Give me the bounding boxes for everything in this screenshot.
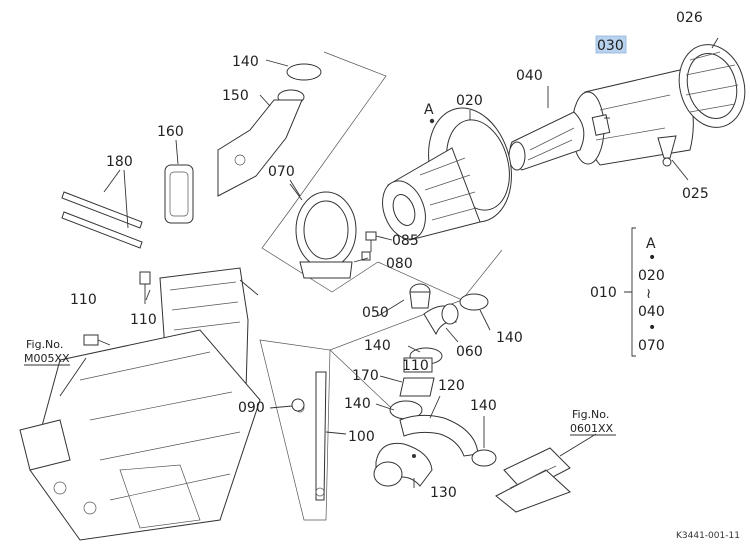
callout-080: 080 bbox=[386, 256, 413, 272]
callout-085: 085 bbox=[392, 233, 419, 249]
kit-dot-2: • bbox=[648, 320, 656, 336]
air-cleaner-body bbox=[571, 69, 694, 166]
callout-140-pipe: 140 bbox=[496, 330, 523, 346]
valve-025 bbox=[657, 135, 689, 181]
filter-cover-160 bbox=[164, 164, 194, 224]
callout-050: 050 bbox=[362, 305, 389, 321]
precleaner-0601 bbox=[495, 447, 571, 513]
callout-highlight-030 bbox=[595, 35, 627, 54]
hose-050 bbox=[409, 283, 431, 309]
stay-100 bbox=[315, 371, 347, 501]
ties-180 bbox=[61, 169, 143, 249]
kit-tilde: ≀ bbox=[646, 286, 651, 302]
callout-160: 160 bbox=[157, 124, 184, 140]
callout-180: 180 bbox=[106, 154, 133, 170]
lower-outline bbox=[329, 299, 463, 421]
elbow-060 bbox=[423, 303, 459, 336]
callout-040: 040 bbox=[516, 68, 543, 84]
fig-ref-left-code[interactable]: M005XX bbox=[24, 352, 70, 365]
callout-120: 120 bbox=[438, 378, 465, 394]
fig-ref-right[interactable]: Fig.No. 0601XX bbox=[570, 408, 616, 436]
callout-026: 026 bbox=[676, 10, 703, 26]
callout-110-pipe: 110 bbox=[402, 358, 429, 374]
frame bbox=[19, 267, 331, 541]
callout-110-mid: 110 bbox=[130, 312, 157, 328]
bolt-085 bbox=[365, 231, 377, 252]
assembly-outline bbox=[261, 51, 503, 301]
kit-dot-1: • bbox=[648, 250, 656, 266]
hose-130 bbox=[373, 442, 433, 487]
callout-070: 070 bbox=[268, 164, 295, 180]
callout-020: 020 bbox=[456, 93, 483, 109]
kit-040: 040 bbox=[638, 304, 665, 320]
pipe-170 bbox=[399, 377, 435, 397]
callout-a: A bbox=[424, 102, 434, 118]
callout-labels: 026 030 040 020 A 025 140 150 160 180 07… bbox=[70, 10, 709, 501]
hose-150 bbox=[217, 99, 303, 197]
housing-a bbox=[382, 118, 481, 241]
fig-ref-right-code[interactable]: 0601XX bbox=[570, 422, 614, 435]
callout-140-low: 140 bbox=[344, 396, 371, 412]
bolt-080 bbox=[361, 251, 371, 261]
bracket-070 bbox=[289, 183, 357, 279]
clamp-090 bbox=[291, 398, 305, 412]
callout-140-top: 140 bbox=[232, 54, 259, 70]
kit-bracket bbox=[624, 227, 636, 357]
clamp-140-top bbox=[277, 63, 322, 105]
callout-140-right: 140 bbox=[470, 398, 497, 414]
callout-060: 060 bbox=[456, 344, 483, 360]
callout-110-left: 110 bbox=[70, 292, 97, 308]
element-040 bbox=[508, 86, 585, 171]
pipe-110 bbox=[403, 357, 433, 373]
hose-120 bbox=[399, 414, 479, 457]
callout-170: 170 bbox=[352, 368, 379, 384]
bolt-110-left bbox=[83, 334, 111, 346]
callout-100: 100 bbox=[348, 429, 375, 445]
kit-070: 070 bbox=[638, 338, 665, 354]
drawing-code: K3441-001-11 bbox=[676, 531, 740, 541]
kit-list: A • 020 ≀ 040 • 070 bbox=[638, 236, 665, 354]
callout-025: 025 bbox=[682, 186, 709, 202]
fig-ref-left[interactable]: Fig.No. M005XX bbox=[24, 338, 70, 366]
callout-090: 090 bbox=[238, 400, 265, 416]
kit-a: A bbox=[646, 236, 656, 252]
kit-020: 020 bbox=[638, 268, 665, 284]
fig-ref-right-label: Fig.No. bbox=[572, 408, 609, 421]
bolt-110-mid bbox=[139, 271, 151, 304]
clamp-140-right bbox=[471, 449, 497, 467]
callout-150: 150 bbox=[222, 88, 249, 104]
clamp-140-mid bbox=[459, 293, 489, 311]
end-cap-026 bbox=[678, 37, 746, 128]
callout-140-mid: 140 bbox=[364, 338, 391, 354]
callout-010: 010 bbox=[590, 285, 617, 301]
callout-030: 030 bbox=[597, 38, 624, 54]
callout-130: 130 bbox=[430, 485, 457, 501]
fig-ref-left-label: Fig.No. bbox=[26, 338, 63, 351]
leader-lines bbox=[59, 59, 610, 488]
